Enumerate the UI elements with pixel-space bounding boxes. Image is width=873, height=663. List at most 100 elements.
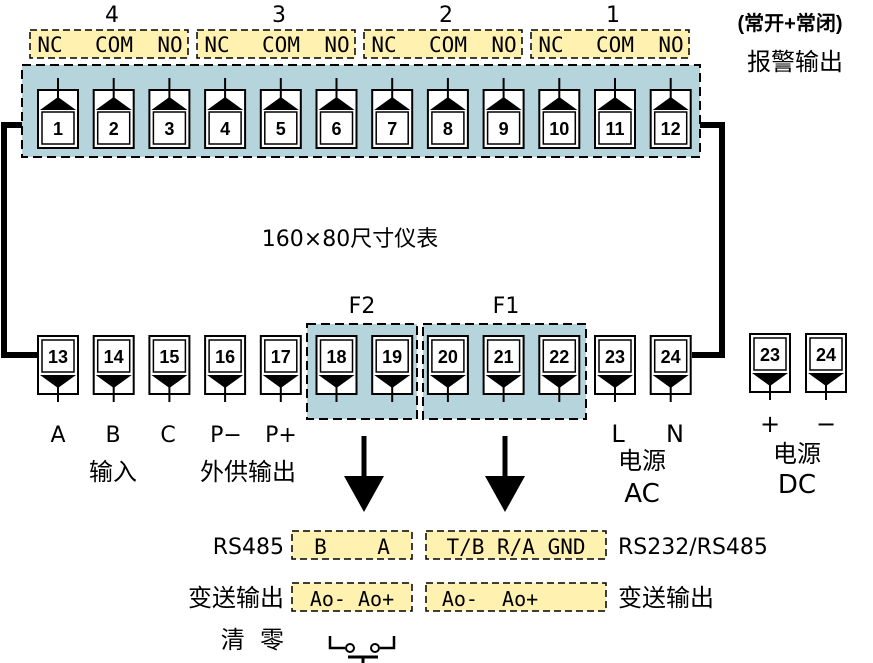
terminal-16: 16 — [204, 335, 247, 402]
terminal-number: 21 — [494, 347, 514, 367]
terminal-24: 24 — [649, 335, 692, 402]
terminal-number: 2 — [109, 119, 119, 139]
relay-number: 2 — [439, 3, 453, 28]
terminal-21: 21 — [482, 335, 525, 402]
terminal-number: 15 — [159, 347, 179, 367]
terminal-22: 22 — [538, 335, 581, 402]
relay-contact-com: COM — [596, 33, 634, 57]
relay-number: 3 — [272, 3, 286, 28]
clear-label: 清 零 — [221, 626, 284, 654]
slot-f2-label: F2 — [349, 294, 376, 319]
alarm-caption-line2: 报警输出 — [747, 48, 843, 76]
terminal-number: 3 — [164, 119, 174, 139]
diagram-title: 160×80尺寸仪表 — [262, 227, 438, 252]
pin-label-14: B — [105, 423, 120, 448]
terminal-8: 8 — [426, 78, 469, 149]
terminal-7: 7 — [371, 78, 414, 149]
terminal-2: 2 — [92, 78, 135, 149]
relay-contact-no: NO — [491, 33, 516, 57]
relay-contact-no: NO — [324, 33, 349, 57]
terminal-number: 24 — [661, 347, 681, 367]
f1-comm-label: RS232/RS485 — [618, 535, 768, 560]
terminal-3: 3 — [148, 78, 191, 149]
clear-switch-icon — [328, 636, 396, 663]
terminal-number: 18 — [326, 347, 346, 367]
terminal-number: 5 — [276, 119, 286, 139]
slot-f1-label: F1 — [493, 294, 520, 319]
f1-transmit-pins: Ao- Ao+ — [442, 587, 538, 611]
terminal-6: 6 — [315, 78, 358, 149]
f1-transmit-label: 变送输出 — [618, 584, 714, 612]
power-dc-label-line1: 电源 — [773, 440, 821, 468]
rs485-pin-box — [291, 530, 413, 560]
power-dc-label-line2: DC — [778, 470, 816, 500]
terminal-number: 1 — [53, 119, 63, 139]
external-supply-label: 外供输出 — [200, 458, 296, 486]
terminal-number: 10 — [549, 119, 569, 139]
terminal-number: 9 — [499, 119, 509, 139]
pin-label-17: P+ — [265, 423, 297, 448]
alarm-caption-line1: (常开+常闭) — [738, 12, 843, 35]
terminal-15: 15 — [148, 335, 191, 402]
terminal-number: 11 — [605, 119, 624, 139]
terminal-number: 17 — [271, 347, 291, 367]
terminal-23: 23 — [594, 335, 636, 402]
frame-connector-line-right — [692, 122, 725, 358]
terminal-18: 18 — [315, 335, 358, 402]
f2-transmit-pin-box — [291, 582, 413, 612]
pin-label-24: N — [666, 420, 684, 448]
terminal-number: 8 — [443, 119, 453, 139]
terminal-23: 23 — [749, 333, 791, 400]
arrow-down-f1-icon — [485, 436, 525, 512]
rs485-label: RS485 — [213, 535, 284, 560]
frame-connector-line — [1, 122, 40, 358]
terminal-13: 13 — [37, 335, 79, 402]
terminal-19: 19 — [371, 335, 414, 402]
terminal-number: 23 — [605, 347, 625, 367]
terminal-number: 13 — [48, 347, 68, 367]
terminal-number: 4 — [220, 119, 230, 139]
terminal-1: 1 — [37, 78, 79, 149]
terminal-number: 16 — [215, 347, 235, 367]
relay-contact-nc: NC — [371, 33, 396, 57]
terminal-11: 11 — [594, 78, 636, 149]
power-ac-label-line2: AC — [624, 479, 659, 509]
terminal-number: 24 — [816, 345, 836, 365]
terminal-number: 22 — [549, 347, 569, 367]
pin-label-15: C — [160, 423, 175, 448]
bottom-terminal-row: 13 14 15 16 17 18 19 20 21 22 23 24 — [37, 335, 692, 402]
terminal-number: 23 — [760, 345, 780, 365]
terminal-17: 17 — [259, 335, 302, 402]
pin-label-16: P− — [210, 423, 242, 448]
f1-transmit-pin-box — [425, 582, 607, 612]
dc-minus-label: − — [816, 410, 836, 438]
power-ac-label-line1: 电源 — [618, 447, 666, 475]
terminal-number: 7 — [387, 119, 397, 139]
terminal-number: 14 — [104, 347, 124, 367]
relay-contact-nc: NC — [37, 33, 62, 57]
f1-comm-pin-box — [425, 530, 607, 560]
terminal-5: 5 — [259, 78, 302, 149]
f1-comm-pins: T/B R/A GND — [446, 535, 585, 559]
terminal-4: 4 — [204, 78, 247, 149]
terminal-number: 20 — [438, 347, 458, 367]
input-group-label: 输入 — [89, 458, 137, 486]
terminal-14: 14 — [92, 335, 135, 402]
relay-contact-com: COM — [262, 33, 300, 57]
arrow-down-f2-icon — [344, 436, 384, 512]
terminal-24: 24 — [805, 333, 847, 400]
dc-plus-label: + — [760, 410, 780, 438]
relay-contact-com: COM — [429, 33, 467, 57]
relay-2-labels: 2NC COM NO — [363, 3, 523, 59]
rs485-pins: B A — [314, 535, 390, 559]
relay-number: 4 — [105, 3, 119, 28]
relay-contact-no: NO — [157, 33, 182, 57]
terminal-12: 12 — [649, 78, 692, 149]
terminal-number: 6 — [331, 119, 341, 139]
